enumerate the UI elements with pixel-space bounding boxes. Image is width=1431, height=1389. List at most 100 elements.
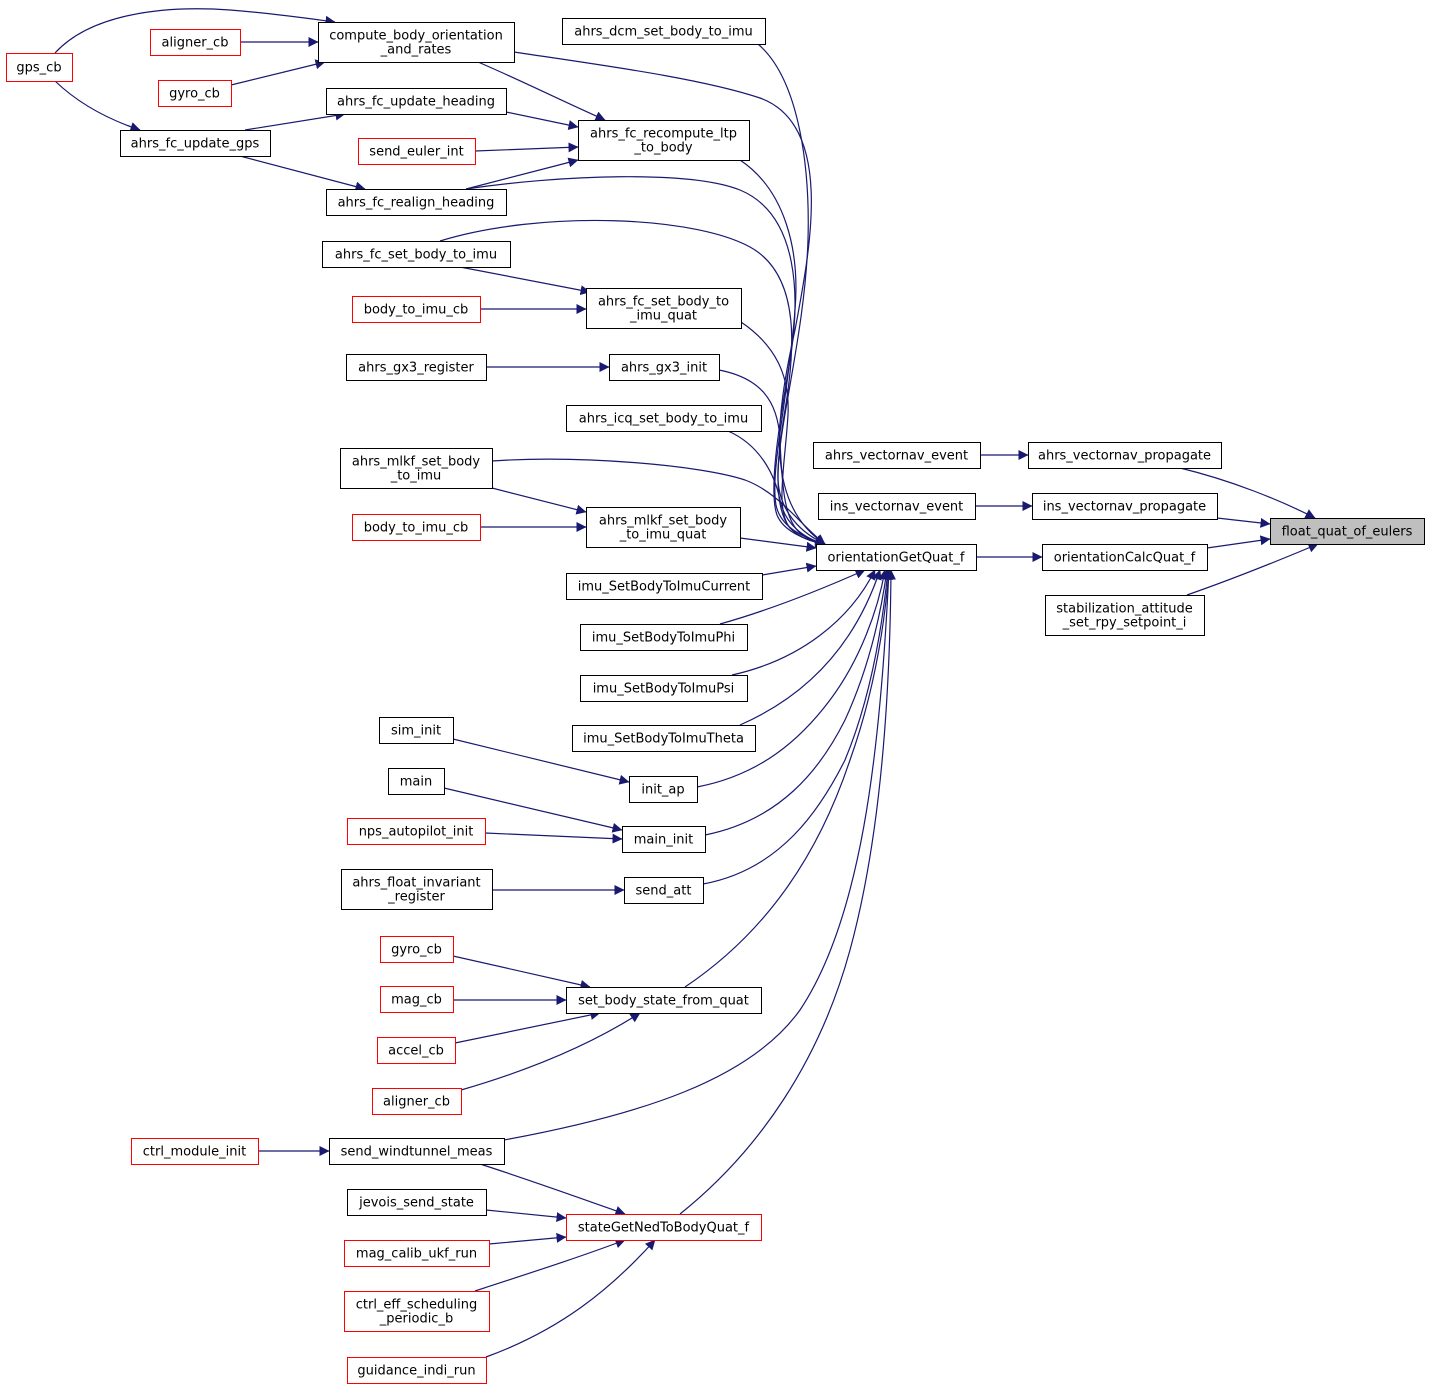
- node-label: init_ap: [641, 783, 684, 798]
- node-box: [326, 189, 507, 216]
- node-ins_vectornav_propagate[interactable]: ins_vectornav_propagate: [1032, 493, 1218, 520]
- node-mag_calib_ukf_run[interactable]: mag_calib_ukf_run: [344, 1240, 490, 1267]
- node-label: gyro_cb: [391, 943, 442, 958]
- edge-imu_SetBodyToImuCurrent-to-orientationGetQuat_f: [761, 562, 817, 576]
- node-stabilization_attitude_set_rpy_setpoint_i[interactable]: stabilization_attitude_set_rpy_setpoint_…: [1045, 595, 1205, 636]
- edge-send_euler_int-to-ahrs_fc_recompute_ltp_to_body: [474, 142, 579, 153]
- edge-ahrs_mlkf_set_body_to_imu-to-ahrs_mlkf_set_body_to_imu_quat: [491, 487, 587, 515]
- node-label: ctrl_module_init: [143, 1145, 246, 1160]
- node-box: [566, 1214, 762, 1241]
- node-ahrs_gx3_register[interactable]: ahrs_gx3_register: [346, 354, 487, 381]
- node-label: jevois_send_state: [358, 1196, 474, 1211]
- node-box: [622, 826, 706, 853]
- node-label: nps_autopilot_init: [359, 825, 474, 840]
- edge-ahrs_vectornav_propagate-to-float_quat_of_eulers: [1179, 467, 1316, 519]
- node-box: [1045, 595, 1205, 636]
- node-label: _set_rpy_setpoint_i: [1062, 616, 1187, 631]
- node-ahrs_fc_set_body_to_imu_quat[interactable]: ahrs_fc_set_body_to_imu_quat: [586, 288, 742, 329]
- node-guidance_indi_run[interactable]: guidance_indi_run: [347, 1357, 487, 1384]
- node-ctrl_module_init[interactable]: ctrl_module_init: [131, 1138, 259, 1165]
- node-label: _to_imu_quat: [619, 528, 707, 543]
- node-ahrs_fc_update_gps[interactable]: ahrs_fc_update_gps: [120, 130, 271, 157]
- node-stateGetNedToBodyQuat_f[interactable]: stateGetNedToBodyQuat_f: [566, 1214, 762, 1241]
- node-box: [329, 1138, 505, 1165]
- node-label: gyro_cb: [169, 87, 220, 102]
- node-ahrs_fc_set_body_to_imu[interactable]: ahrs_fc_set_body_to_imu: [322, 241, 511, 268]
- node-label: main_init: [634, 833, 694, 848]
- node-box: [352, 296, 481, 323]
- node-send_att[interactable]: send_att: [624, 877, 704, 904]
- node-box: [340, 448, 493, 489]
- node-label: float_quat_of_eulers: [1282, 525, 1413, 540]
- node-box: [380, 936, 454, 963]
- node-accel_cb[interactable]: accel_cb: [377, 1037, 456, 1064]
- node-box: [131, 1138, 259, 1165]
- edge-ahrs_fc_update_gps-to-ahrs_fc_update_heading: [244, 110, 346, 131]
- node-ahrs_dcm_set_body_to_imu[interactable]: ahrs_dcm_set_body_to_imu: [562, 18, 766, 45]
- node-body_to_imu_cb_2[interactable]: body_to_imu_cb: [352, 514, 481, 541]
- node-box: [629, 776, 698, 803]
- node-send_euler_int[interactable]: send_euler_int: [358, 138, 476, 165]
- node-orientationCalcQuat_f[interactable]: orientationCalcQuat_f: [1042, 544, 1208, 571]
- node-orientationGetQuat_f[interactable]: orientationGetQuat_f: [816, 544, 977, 571]
- node-label: stabilization_attitude: [1056, 602, 1192, 617]
- node-nps_autopilot_init[interactable]: nps_autopilot_init: [347, 818, 486, 845]
- node-send_windtunnel_meas[interactable]: send_windtunnel_meas: [329, 1138, 505, 1165]
- node-main_init[interactable]: main_init: [622, 826, 706, 853]
- node-label: mag_calib_ukf_run: [356, 1247, 477, 1262]
- node-ahrs_mlkf_set_body_to_imu[interactable]: ahrs_mlkf_set_body_to_imu: [340, 448, 493, 489]
- node-label: _to_imu: [390, 469, 442, 484]
- node-ahrs_float_invariant_register[interactable]: ahrs_float_invariant_register: [341, 869, 493, 910]
- node-box: [347, 1357, 487, 1384]
- node-label: imu_SetBodyToImuPsi: [593, 682, 735, 697]
- node-gyro_cb_2[interactable]: gyro_cb: [380, 936, 454, 963]
- node-ahrs_vectornav_propagate[interactable]: ahrs_vectornav_propagate: [1028, 442, 1222, 469]
- node-box: [562, 18, 766, 45]
- node-imu_SetBodyToImuPhi[interactable]: imu_SetBodyToImuPhi: [580, 624, 748, 651]
- node-mag_cb[interactable]: mag_cb: [380, 986, 454, 1013]
- node-set_body_state_from_quat[interactable]: set_body_state_from_quat: [566, 987, 762, 1014]
- node-ctrl_eff_scheduling_periodic_b[interactable]: ctrl_eff_scheduling_periodic_b: [344, 1291, 490, 1332]
- node-label: ins_vectornav_event: [830, 500, 964, 515]
- node-box: [341, 869, 493, 910]
- node-box: [347, 1189, 487, 1216]
- node-ahrs_fc_update_heading[interactable]: ahrs_fc_update_heading: [326, 88, 507, 115]
- node-label: ahrs_fc_set_body_to_imu: [335, 248, 497, 263]
- node-box: [566, 405, 762, 432]
- node-label: sim_init: [391, 724, 441, 739]
- node-ahrs_gx3_init[interactable]: ahrs_gx3_init: [609, 354, 720, 381]
- node-label: ahrs_fc_set_body_to: [598, 295, 729, 310]
- node-compute_body[interactable]: compute_body_orientation_and_rates: [318, 22, 515, 63]
- node-init_ap[interactable]: init_ap: [629, 776, 698, 803]
- node-gps_cb_1[interactable]: gps_cb: [6, 53, 73, 82]
- node-ahrs_mlkf_set_body_to_imu_quat[interactable]: ahrs_mlkf_set_body_to_imu_quat: [586, 507, 741, 548]
- node-ahrs_icq_set_body_to_imu[interactable]: ahrs_icq_set_body_to_imu: [566, 405, 762, 432]
- node-float_quat_of_eulers[interactable]: float_quat_of_eulers: [1270, 518, 1425, 545]
- node-imu_SetBodyToImuTheta[interactable]: imu_SetBodyToImuTheta: [572, 725, 756, 752]
- node-label: ins_vectornav_propagate: [1043, 500, 1206, 515]
- node-gyro_cb_1[interactable]: gyro_cb: [158, 80, 232, 107]
- node-sim_init[interactable]: sim_init: [379, 717, 454, 744]
- node-label: _imu_quat: [629, 309, 697, 324]
- node-ahrs_fc_recompute_ltp_to_body[interactable]: ahrs_fc_recompute_ltp_to_body: [578, 120, 750, 161]
- node-label: ahrs_gx3_register: [358, 361, 474, 376]
- node-aligner_cb_1[interactable]: aligner_cb: [150, 29, 241, 56]
- node-aligner_cb_2[interactable]: aligner_cb: [372, 1088, 462, 1115]
- node-main[interactable]: main: [388, 768, 445, 795]
- node-box: [318, 22, 515, 63]
- node-ins_vectornav_event[interactable]: ins_vectornav_event: [818, 493, 976, 520]
- node-ahrs_fc_realign_heading[interactable]: ahrs_fc_realign_heading: [326, 189, 507, 216]
- node-body_to_imu_cb_1[interactable]: body_to_imu_cb: [352, 296, 481, 323]
- node-imu_SetBodyToImuPsi[interactable]: imu_SetBodyToImuPsi: [580, 675, 748, 702]
- node-label: gps_cb: [16, 61, 61, 76]
- node-jevois_send_state[interactable]: jevois_send_state: [347, 1189, 487, 1216]
- edge-ahrs_mlkf_set_body_to_imu-to-orientationGetQuat_f: [491, 458, 826, 545]
- node-label: imu_SetBodyToImuCurrent: [578, 580, 750, 595]
- edge-ahrs_mlkf_set_body_to_imu_quat-to-orientationGetQuat_f: [739, 537, 817, 552]
- node-label: main: [400, 775, 432, 790]
- node-ahrs_vectornav_event[interactable]: ahrs_vectornav_event: [813, 442, 981, 469]
- node-imu_SetBodyToImuCurrent[interactable]: imu_SetBodyToImuCurrent: [566, 573, 763, 600]
- edge-accel_cb-to-set_body_state_from_quat: [454, 1010, 601, 1044]
- node-label: send_euler_int: [369, 145, 463, 160]
- node-label: imu_SetBodyToImuTheta: [583, 732, 744, 747]
